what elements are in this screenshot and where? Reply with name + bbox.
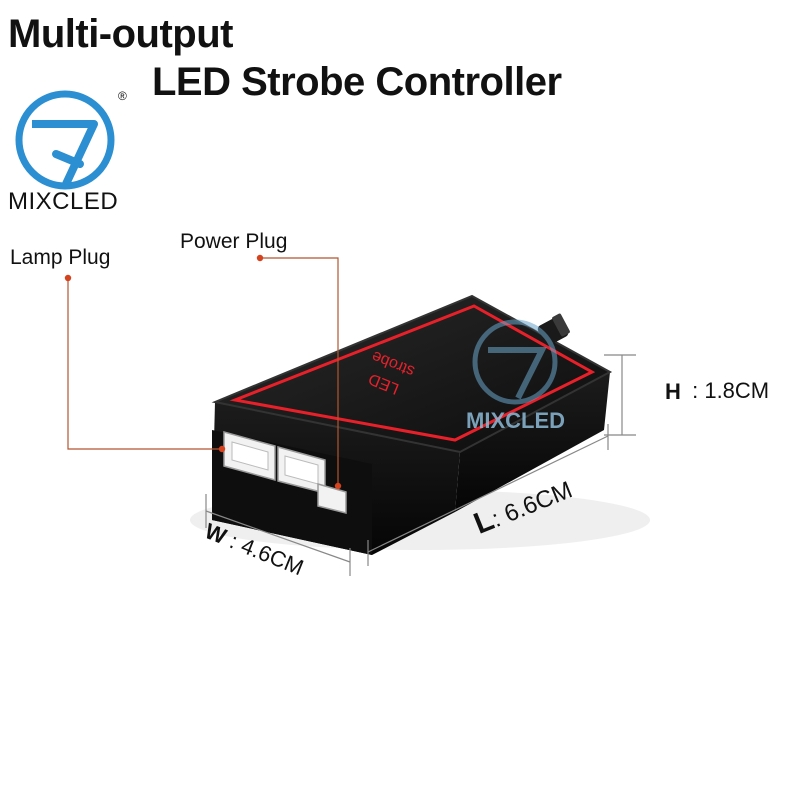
lamp-plug-callout-line xyxy=(67,278,222,450)
device-accent-border xyxy=(229,304,596,442)
lamp-plug-label: Lamp Plug xyxy=(10,246,111,269)
page-title-line-2: LED Strobe Controller xyxy=(152,60,562,104)
watermark-logo-icon xyxy=(472,319,558,405)
mixcled-logo-icon: ® xyxy=(15,89,127,190)
height-dimension-line xyxy=(604,354,636,436)
width-dimension-line xyxy=(205,494,351,576)
lamp-plug-anchor-dot xyxy=(218,445,226,453)
power-plug-label: Power Plug xyxy=(180,230,288,253)
registered-mark: ® xyxy=(118,89,127,103)
page-title-line-1: Multi-output xyxy=(8,12,234,56)
power-plug-callout-line xyxy=(260,257,339,486)
watermark-text: MIXCLED xyxy=(466,408,565,433)
height-value: : 1.8CM xyxy=(686,378,770,403)
power-plug xyxy=(317,483,347,514)
height-letter: H xyxy=(665,379,681,404)
lamp-plug-right xyxy=(277,446,326,494)
lamp-plug-callout-dot xyxy=(64,274,72,282)
length-dimension-line xyxy=(367,424,609,566)
lamp-plug-left xyxy=(223,431,276,481)
power-plug-callout-dot xyxy=(256,254,264,262)
brand-name: MIXCLED xyxy=(8,188,119,215)
device-right-side xyxy=(455,372,610,512)
power-connector-tip xyxy=(552,313,570,337)
power-plug-anchor-dot xyxy=(334,482,342,490)
